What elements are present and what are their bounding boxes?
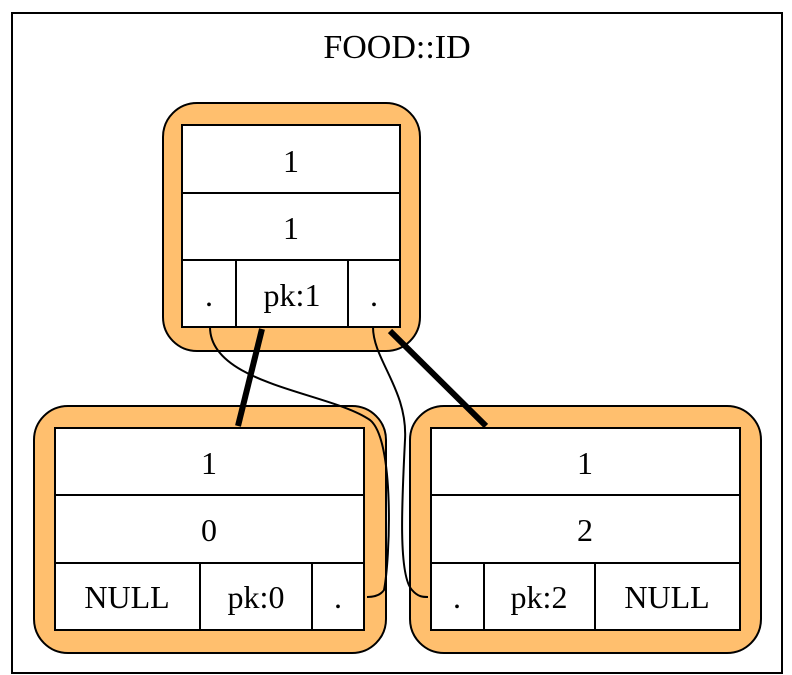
node-left-right-pointer[interactable]: . [334,579,342,615]
link-root-left-to-left-right [209,326,390,598]
node-left[interactable]: 1 0 NULL pk:0 . [33,405,387,654]
node-root-row2: 1 [283,210,299,246]
node-right-row1: 1 [577,445,593,481]
node-right-key: pk:2 [511,579,568,615]
node-root-right-pointer[interactable]: . [370,277,378,313]
node-left-key: pk:0 [228,579,285,615]
node-right-row2: 2 [577,512,593,548]
node-right-right-pointer: NULL [624,579,709,615]
node-root-key: pk:1 [264,277,321,313]
edge-root-to-right [387,328,489,429]
node-right-table [430,427,741,631]
node-left-row2: 0 [201,512,217,548]
node-root-table [181,124,401,328]
link-root-right-to-right-left [372,326,429,598]
node-root-row1: 1 [283,143,299,179]
node-root[interactable]: 1 1 . pk:1 . [162,102,421,352]
cluster-title: FOOD::ID [323,29,470,66]
edge-root-to-left [235,328,265,427]
node-root-left-pointer[interactable]: . [205,277,213,313]
node-right-left-pointer[interactable]: . [453,579,461,615]
node-left-left-pointer: NULL [84,579,169,615]
node-left-row1: 1 [201,445,217,481]
node-right[interactable]: 1 2 . pk:2 NULL [409,405,762,654]
